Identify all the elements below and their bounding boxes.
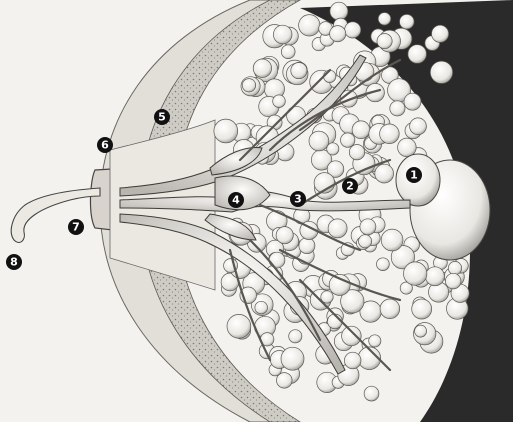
lobule-sphere bbox=[214, 119, 238, 143]
lobule-sphere bbox=[360, 219, 376, 235]
lobule-sphere bbox=[377, 34, 392, 49]
lobule-sphere bbox=[309, 131, 329, 151]
lobule-sphere bbox=[299, 238, 315, 254]
lobule-sphere bbox=[432, 25, 449, 42]
lobule-sphere bbox=[445, 273, 461, 289]
lobule-sphere bbox=[404, 262, 427, 285]
lobule-sphere bbox=[378, 12, 391, 25]
lobule-sphere bbox=[425, 267, 444, 286]
lobule-sphere bbox=[375, 164, 394, 183]
marker-3-label: 3 bbox=[294, 193, 302, 206]
lobule-sphere bbox=[276, 227, 293, 244]
lobule-sphere bbox=[390, 101, 405, 116]
marker-6: 6 bbox=[97, 137, 113, 153]
lobule-sphere bbox=[404, 93, 421, 110]
lobule-sphere bbox=[377, 258, 390, 271]
lobule-sphere bbox=[273, 25, 292, 44]
lobule-sphere bbox=[410, 118, 427, 135]
lobule-sphere bbox=[342, 326, 362, 346]
marker-5: 5 bbox=[154, 109, 170, 125]
lobule-sphere bbox=[327, 143, 339, 155]
lobule-sphere bbox=[324, 70, 336, 82]
marker-7: 7 bbox=[68, 219, 84, 235]
lobule-sphere bbox=[380, 124, 400, 144]
lobule-sphere bbox=[328, 219, 347, 238]
lobule-sphere bbox=[227, 314, 251, 338]
lobule-sphere bbox=[242, 79, 255, 92]
marker-5-label: 5 bbox=[158, 111, 166, 124]
lobule-sphere bbox=[277, 373, 293, 389]
marker-4-label: 4 bbox=[232, 194, 240, 207]
lobule-sphere bbox=[359, 235, 372, 248]
lobule-sphere bbox=[299, 15, 320, 36]
marker-6-label: 6 bbox=[101, 139, 109, 152]
marker-7-label: 7 bbox=[72, 221, 80, 234]
lobule-sphere bbox=[330, 2, 348, 20]
lobule-sphere bbox=[398, 138, 417, 157]
lobule-sphere bbox=[400, 14, 415, 29]
lobule-sphere bbox=[269, 252, 285, 268]
lobule-sphere bbox=[381, 229, 403, 251]
lobule-sphere bbox=[430, 61, 452, 83]
lobule-sphere bbox=[255, 301, 268, 314]
lobule-sphere bbox=[253, 59, 271, 77]
marker-1: 1 bbox=[406, 167, 422, 183]
lobule-sphere bbox=[448, 261, 461, 274]
marker-2-label: 2 bbox=[346, 180, 354, 193]
marker-8-label: 8 bbox=[10, 256, 18, 269]
lobule-sphere bbox=[408, 45, 427, 64]
lobule-sphere bbox=[330, 26, 346, 42]
lobule-sphere bbox=[364, 386, 379, 401]
lobule-sphere bbox=[281, 45, 295, 59]
marker-2: 2 bbox=[342, 178, 358, 194]
lobule-sphere bbox=[344, 352, 361, 369]
lobule-sphere bbox=[349, 145, 364, 160]
lobule-sphere bbox=[273, 95, 286, 108]
lobule-sphere bbox=[345, 22, 361, 38]
marker-8: 8 bbox=[6, 254, 22, 270]
lobule-sphere bbox=[291, 63, 307, 79]
lobule-sphere bbox=[289, 330, 302, 343]
lobule-sphere bbox=[341, 133, 355, 147]
lobule-sphere bbox=[281, 347, 304, 370]
marker-3: 3 bbox=[290, 191, 306, 207]
lobule-sphere bbox=[415, 325, 427, 337]
lobule-sphere bbox=[412, 299, 432, 319]
lobule-sphere bbox=[352, 121, 370, 139]
lobule-sphere bbox=[369, 335, 381, 347]
marker-4: 4 bbox=[228, 192, 244, 208]
marker-1-label: 1 bbox=[410, 169, 418, 182]
lobule-sphere bbox=[380, 299, 400, 319]
